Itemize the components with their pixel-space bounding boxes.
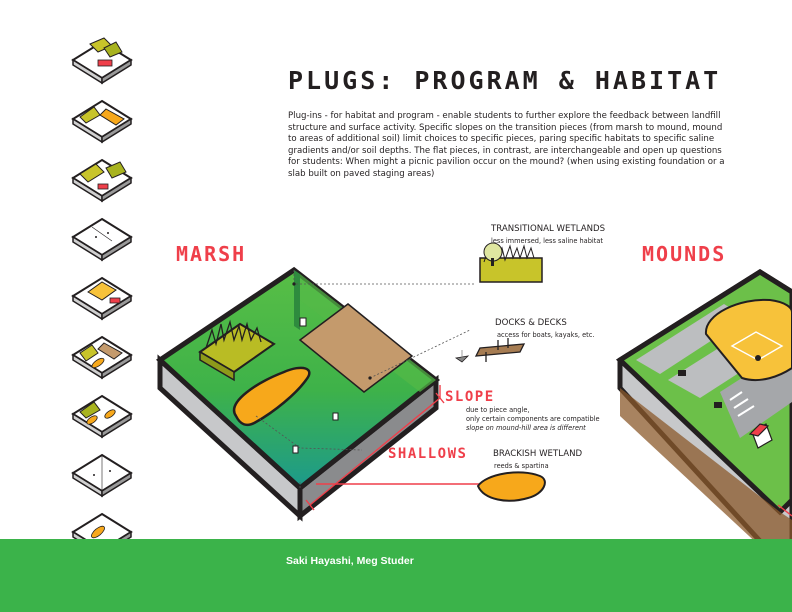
docks-decks-sub: access for boats, kayaks, etc.: [497, 331, 595, 339]
transitional-wetland-icon: [479, 242, 543, 283]
intro-paragraph: Plug-ins - for habitat and program - ena…: [288, 111, 725, 179]
slope-label: SLOPE: [445, 389, 495, 405]
tile-7[interactable]: [71, 394, 133, 439]
mounds-section-label: MOUNDS: [642, 242, 727, 266]
mounds-block: [615, 269, 792, 580]
baseball-field-icon: [704, 298, 792, 382]
brackish-wetland-title: BRACKISH WETLAND: [493, 449, 583, 459]
transitional-wetlands-sub: less immersed, less saline habitat: [491, 237, 603, 245]
slope-line-2: only certain components are compatible: [466, 415, 600, 423]
footer-bar: [0, 539, 792, 612]
slope-line-3: slope on mound-hill area is different: [466, 424, 586, 432]
docks-decks-title: DOCKS & DECKS: [495, 318, 567, 328]
tile-column: [71, 37, 133, 557]
docks-deck-icon: [454, 338, 526, 363]
tile-3[interactable]: [71, 158, 133, 203]
marsh-section-label: MARSH: [176, 242, 247, 266]
tile-2[interactable]: [71, 99, 133, 144]
tile-4[interactable]: [71, 217, 133, 262]
house-icon: [748, 423, 773, 449]
brackish-wetland-sub: reeds & spartina: [494, 462, 549, 470]
deck-surface: [298, 303, 414, 393]
brackish-wetland-icon: [476, 471, 546, 502]
footer-authors: Saki Hayashi, Meg Studer: [286, 555, 414, 567]
tile-8[interactable]: [71, 453, 133, 498]
page-title: PLUGS: PROGRAM & HABITAT: [288, 66, 722, 95]
marsh-block: [155, 266, 480, 522]
tile-6[interactable]: [71, 335, 133, 380]
tile-5[interactable]: [71, 276, 133, 321]
marsh-wetland-cluster: [198, 319, 276, 382]
shallows-label: SHALLOWS: [388, 446, 468, 462]
slope-line-1: due to piece angle,: [466, 406, 530, 414]
transitional-wetlands-title: TRANSITIONAL WETLANDS: [491, 224, 606, 234]
tile-1[interactable]: [71, 37, 133, 85]
marsh-habitat-blob: [232, 366, 311, 427]
